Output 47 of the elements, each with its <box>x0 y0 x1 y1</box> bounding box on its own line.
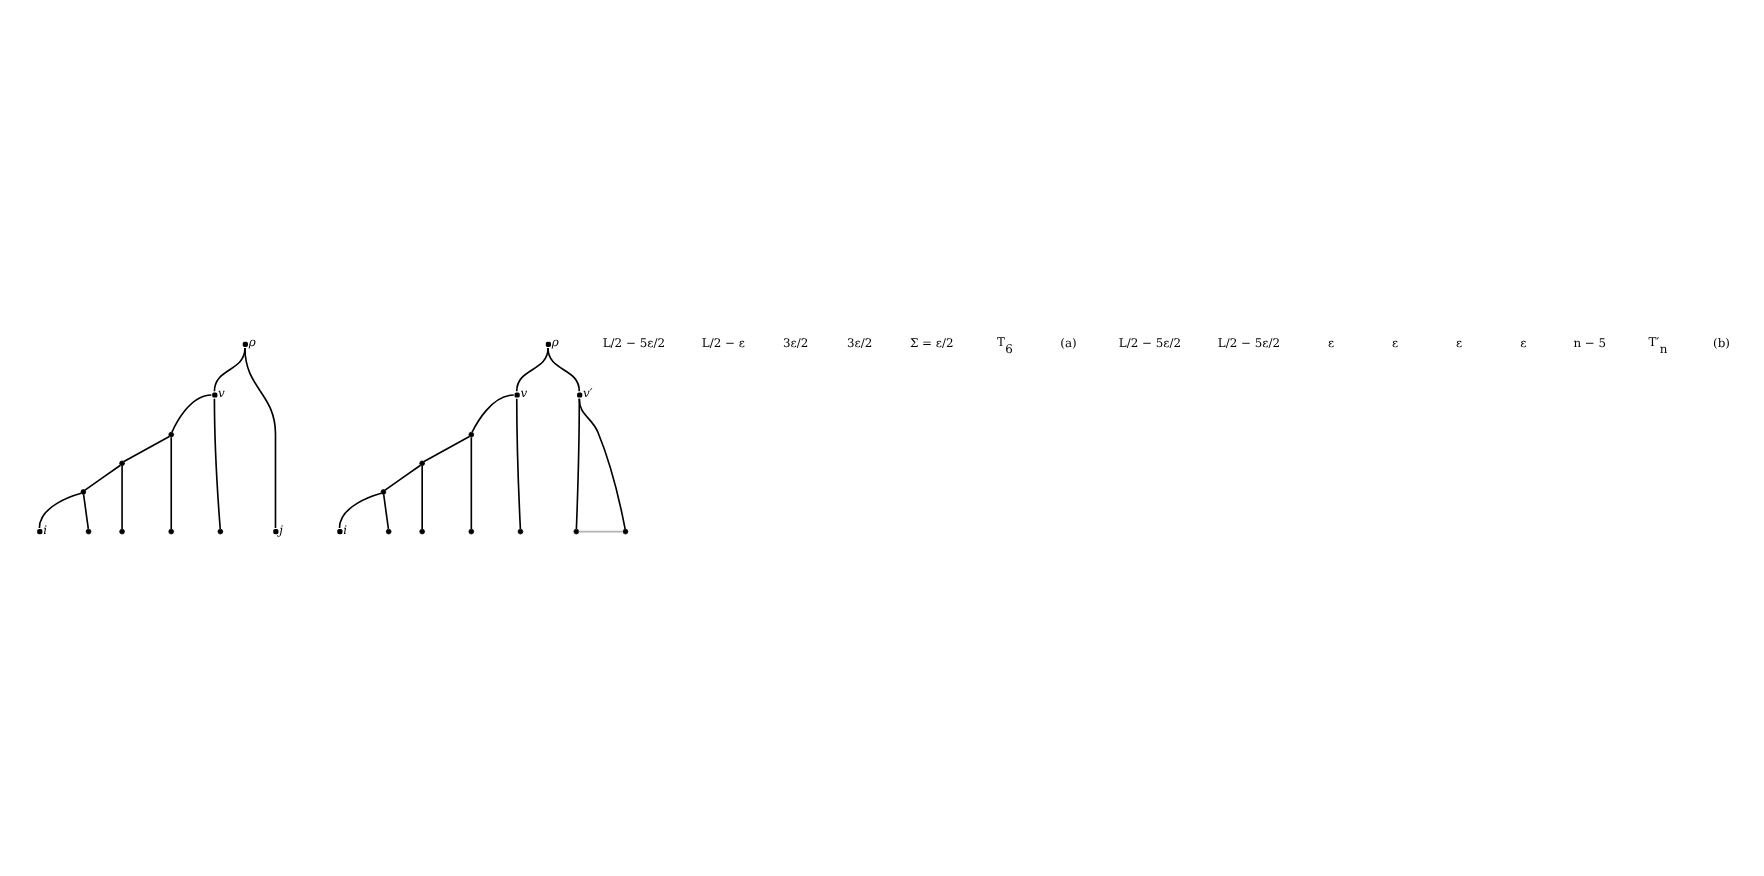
node-circle <box>380 489 387 495</box>
node-circle <box>419 460 425 467</box>
node-circle <box>273 529 279 535</box>
node-circle <box>622 528 629 535</box>
node-circle <box>119 460 125 467</box>
connector <box>470 436 473 531</box>
connector <box>515 397 522 530</box>
connector <box>123 435 171 463</box>
connector <box>213 347 246 393</box>
connector <box>471 394 515 434</box>
connector <box>382 493 390 530</box>
node-circle <box>514 392 520 398</box>
node-circle <box>468 528 475 535</box>
node-circle <box>385 528 392 535</box>
connector <box>213 397 222 530</box>
connector <box>171 394 213 434</box>
node-circle <box>85 528 92 535</box>
connector <box>421 465 423 530</box>
connector <box>82 493 90 530</box>
node-circle <box>212 392 218 398</box>
node-circle <box>337 529 343 535</box>
connector <box>384 464 422 491</box>
connector <box>170 436 173 531</box>
connector <box>244 347 277 529</box>
connector <box>578 397 626 531</box>
connector <box>575 397 581 530</box>
node-circle <box>119 528 125 535</box>
node-circle <box>419 528 425 535</box>
node-circle <box>80 489 87 495</box>
connector <box>84 464 122 491</box>
node-circle <box>37 529 43 535</box>
node-circle <box>545 341 551 347</box>
connector <box>121 465 123 530</box>
connector <box>423 435 471 463</box>
node-circle <box>242 341 248 347</box>
connector <box>578 530 624 533</box>
node-circle <box>573 528 580 535</box>
connector <box>338 492 383 529</box>
node-circle <box>517 528 524 535</box>
node-circle <box>168 431 174 438</box>
node-circle <box>168 528 174 535</box>
connector <box>38 492 83 529</box>
node-circle <box>217 528 224 535</box>
node-circle <box>577 392 583 398</box>
connector <box>547 347 581 393</box>
connector <box>515 347 549 393</box>
node-circle <box>468 431 475 438</box>
